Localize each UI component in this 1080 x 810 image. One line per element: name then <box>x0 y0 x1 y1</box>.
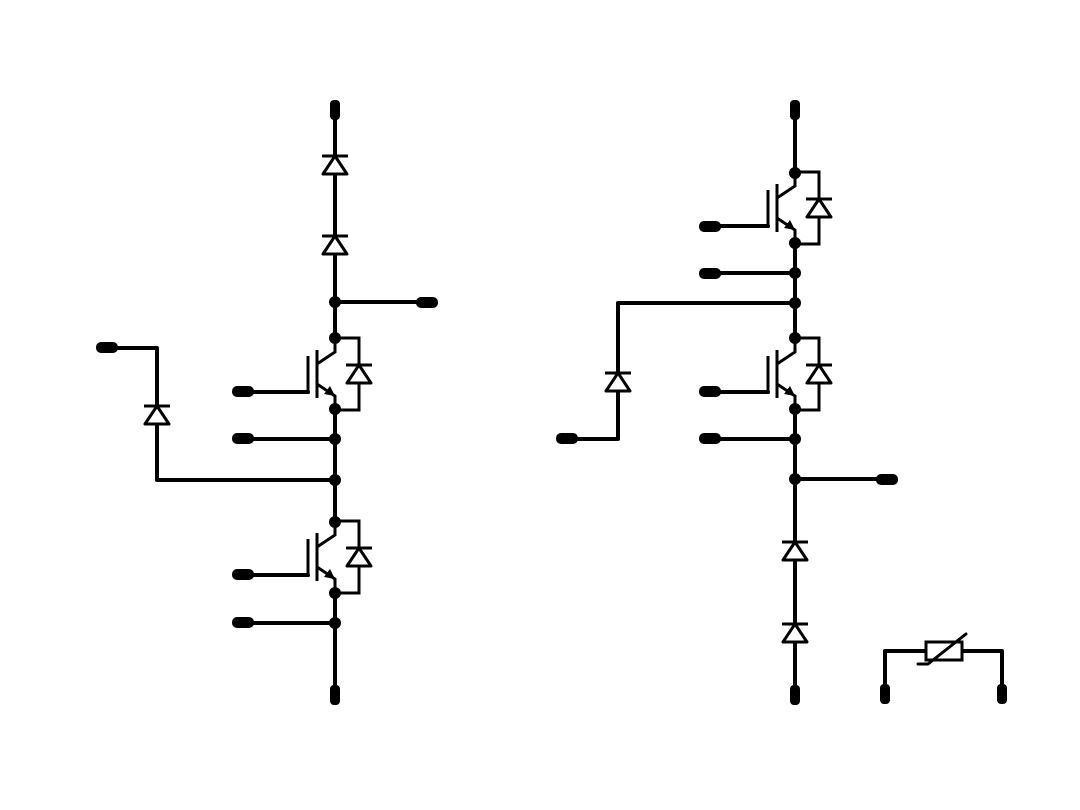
junction-dot <box>789 237 801 249</box>
terminal-pin[interactable] <box>880 684 890 704</box>
terminal-pin[interactable] <box>790 100 800 120</box>
wire <box>106 346 337 482</box>
terminal-pin[interactable] <box>96 342 118 353</box>
igbt-transistor <box>766 336 834 412</box>
terminal-pin[interactable] <box>556 433 578 444</box>
junction-dot <box>789 332 801 344</box>
diode <box>142 404 172 426</box>
junction-dot <box>329 296 341 308</box>
thermistor-slash-icon <box>916 632 968 666</box>
junction-dot <box>329 474 341 486</box>
diode <box>320 234 350 256</box>
wire <box>883 649 928 695</box>
junction-dot <box>789 167 801 179</box>
terminal-pin[interactable] <box>699 386 721 397</box>
terminal-pin[interactable] <box>997 684 1007 704</box>
terminal-pin[interactable] <box>330 685 340 705</box>
igbt-transistor <box>306 519 374 595</box>
junction-dot <box>329 433 341 445</box>
terminal-pin[interactable] <box>790 685 800 705</box>
igbt-transistor <box>766 170 834 246</box>
diode <box>780 540 810 562</box>
terminal-pin[interactable] <box>232 617 254 628</box>
junction-dot <box>789 473 801 485</box>
junction-dot <box>789 267 801 279</box>
terminal-pin[interactable] <box>232 433 254 444</box>
diode <box>603 371 633 393</box>
terminal-pin[interactable] <box>876 474 898 485</box>
junction-dot <box>329 332 341 344</box>
junction-dot <box>789 433 801 445</box>
terminal-pin[interactable] <box>330 100 340 120</box>
igbt-transistor <box>306 336 374 412</box>
junction-dot <box>789 403 801 415</box>
diode <box>780 622 810 644</box>
right-half-bridge <box>556 100 898 705</box>
junction-dot <box>329 617 341 629</box>
junction-dot <box>789 297 801 309</box>
junction-dot <box>329 587 341 599</box>
wire <box>566 301 797 441</box>
terminal-pin[interactable] <box>699 268 721 279</box>
terminal-pin[interactable] <box>232 569 254 580</box>
terminal-pin[interactable] <box>699 433 721 444</box>
terminal-pin[interactable] <box>699 221 721 232</box>
wire <box>960 649 1004 695</box>
terminal-pin[interactable] <box>416 297 438 308</box>
junction-dot <box>329 403 341 415</box>
terminal-pin[interactable] <box>232 386 254 397</box>
left-half-bridge <box>96 100 438 705</box>
junction-dot <box>329 516 341 528</box>
ntc-thermistor <box>880 632 1007 704</box>
diode <box>320 154 350 176</box>
